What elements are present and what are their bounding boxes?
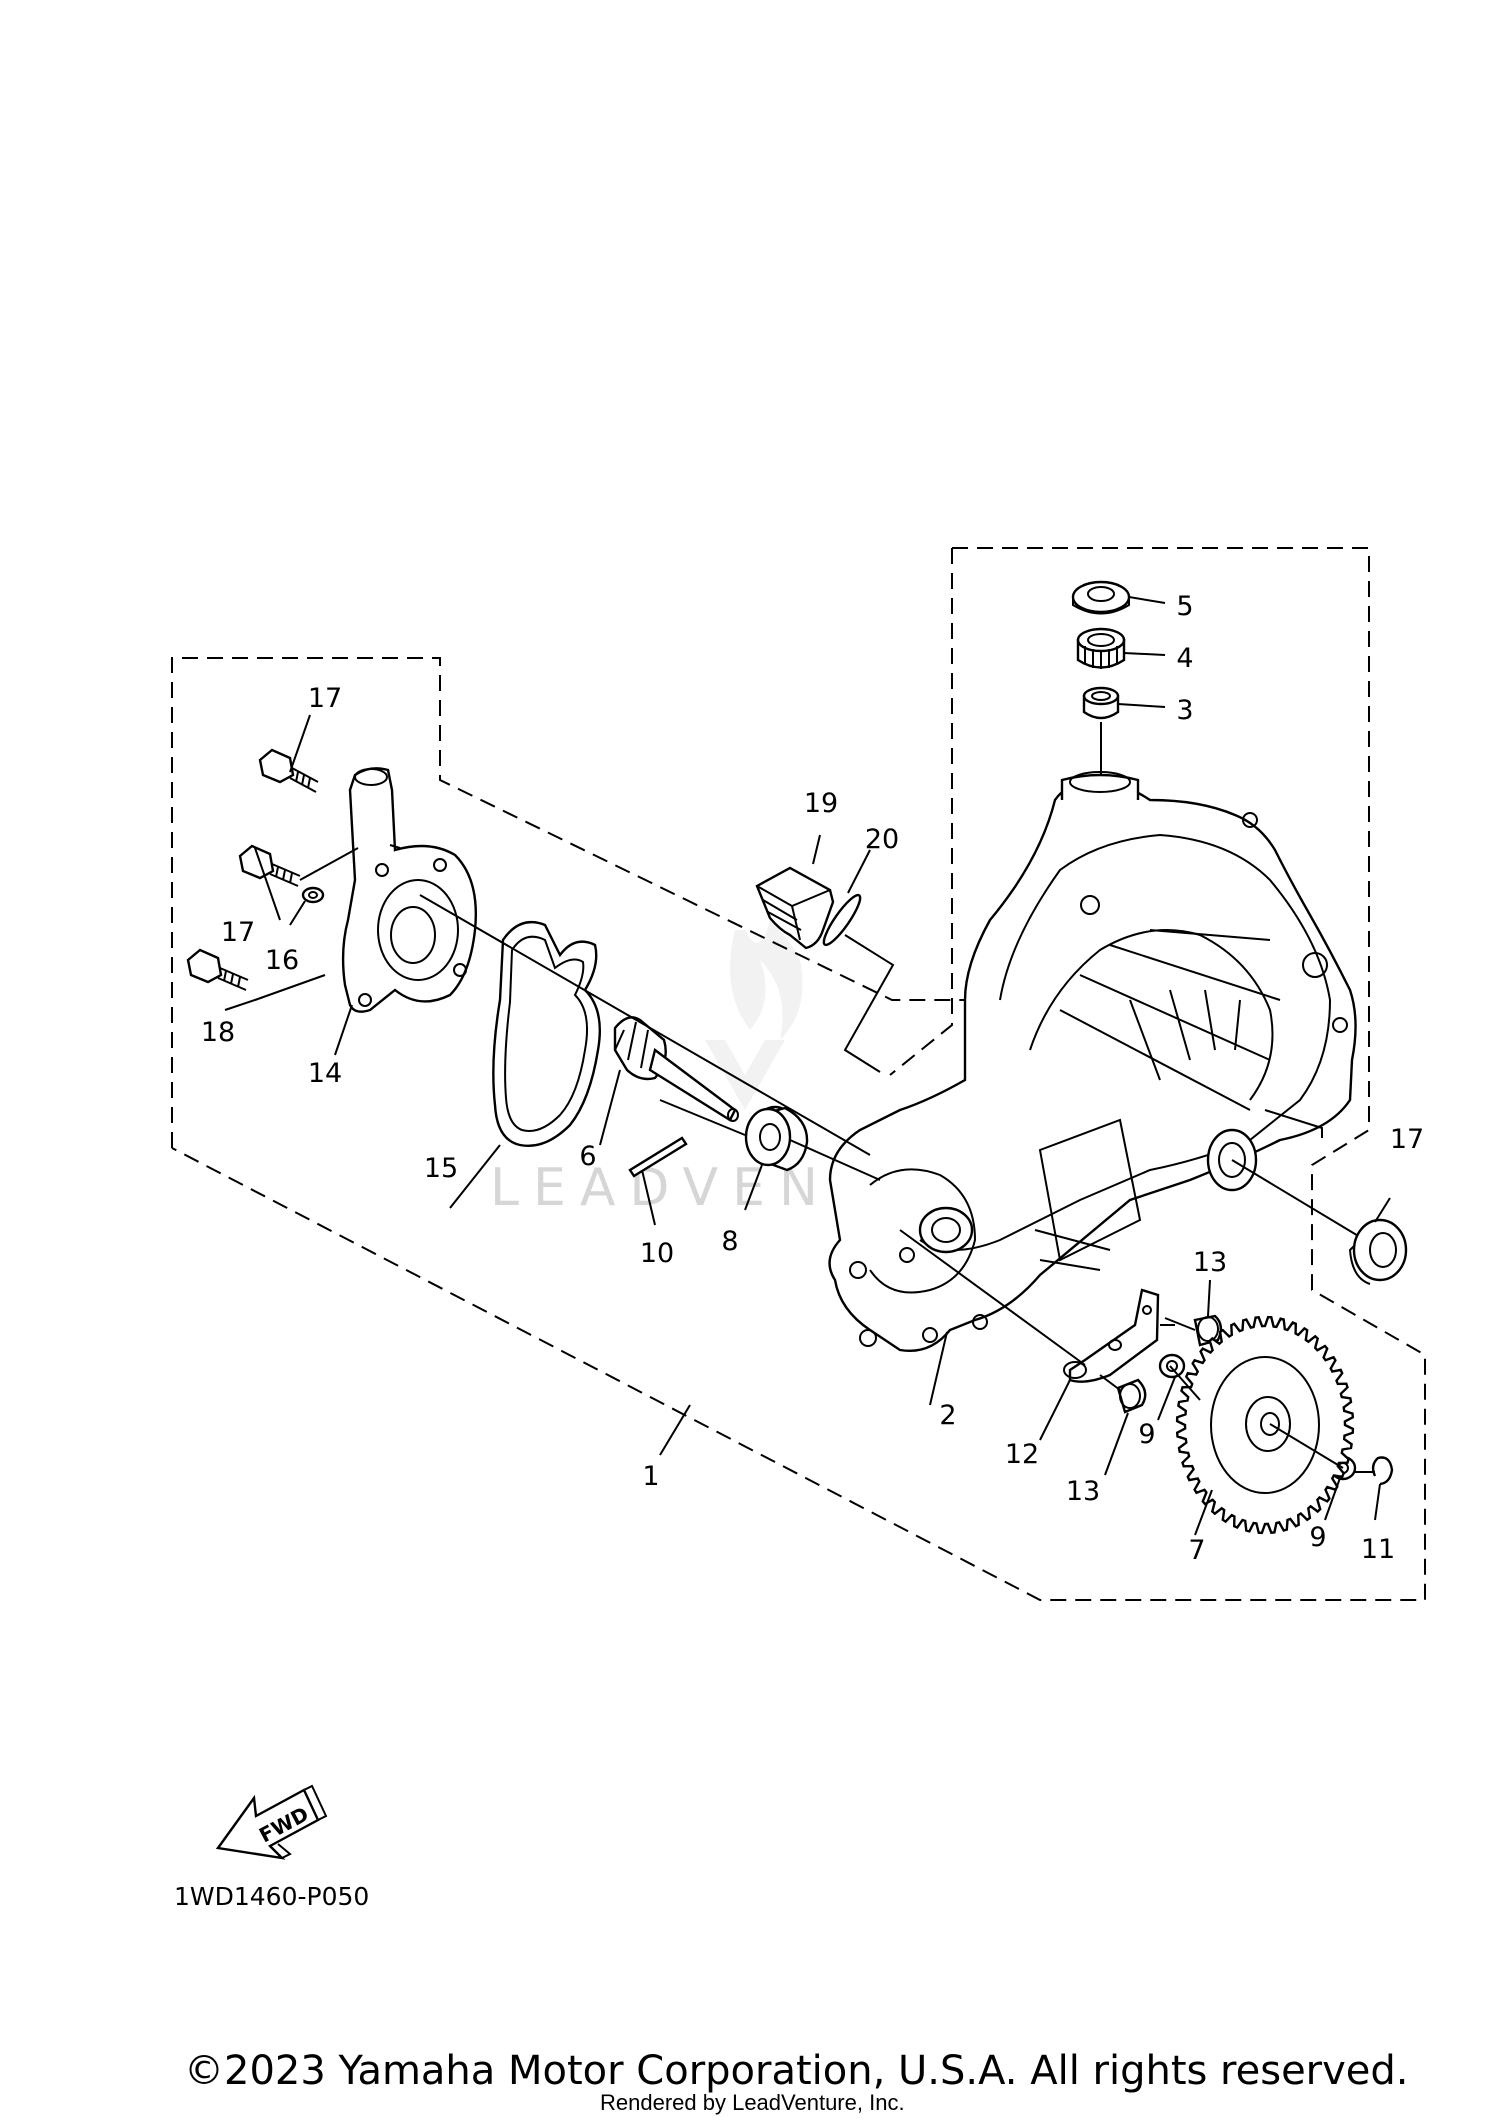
callout-17-bottom: 18 xyxy=(201,1017,235,1048)
callout-17-middle: 17 xyxy=(221,917,255,948)
rendered-by-notice: Rendered by LeadVenture, Inc. xyxy=(600,2090,905,2115)
callout-7: 7 xyxy=(1188,1535,1205,1566)
callout-13-lower: 13 xyxy=(1066,1476,1100,1507)
forward-arrow-icon: FWD xyxy=(215,1784,328,1860)
callout-10: 10 xyxy=(640,1238,674,1269)
part-impeller-shaft-6 xyxy=(613,1016,739,1122)
callout-4: 4 xyxy=(1176,643,1193,674)
part-crankcase-cover-2 xyxy=(828,771,1357,1352)
callout-17-top: 17 xyxy=(308,683,342,714)
part-gasket-15 xyxy=(492,920,601,1147)
part-water-pump-housing-14 xyxy=(341,767,477,1013)
group-outline-left xyxy=(171,657,965,1148)
part-bearing-4 xyxy=(1076,627,1126,669)
part-screw-13-upper xyxy=(1164,1314,1223,1347)
part-gear-7 xyxy=(1175,1315,1355,1535)
callout-numbers: 5 4 3 17 17 16 18 14 15 6 10 8 19 20 17 … xyxy=(201,591,1424,1566)
callout-19: 19 xyxy=(804,788,838,819)
callout-1: 1 xyxy=(642,1461,659,1492)
part-collar-3 xyxy=(1082,686,1120,720)
part-cap-19 xyxy=(755,866,835,950)
callout-5: 5 xyxy=(1176,591,1193,622)
part-pin-10 xyxy=(628,1136,688,1178)
part-washer-16 xyxy=(301,886,325,904)
callout-9-upper: 9 xyxy=(1138,1419,1155,1450)
callout-15: 15 xyxy=(424,1153,458,1184)
part-screw-13-lower xyxy=(1099,1374,1147,1414)
part-o-ring-20 xyxy=(822,893,862,947)
callout-12: 12 xyxy=(1005,1439,1039,1470)
part-oil-seal-5 xyxy=(1071,580,1131,615)
part-bearing-8 xyxy=(744,1105,809,1172)
callout-18: 17 xyxy=(1390,1124,1424,1155)
callout-3: 3 xyxy=(1176,695,1193,726)
part-bracket-12 xyxy=(1063,1288,1160,1383)
callout-8: 8 xyxy=(721,1226,738,1257)
callout-2: 2 xyxy=(939,1400,956,1431)
callout-11: 11 xyxy=(1361,1534,1395,1565)
diagram-code: 1WD1460-P050 xyxy=(174,1882,370,1911)
part-oil-seal-18 xyxy=(1348,1218,1408,1285)
watermark-logo xyxy=(705,920,803,1110)
part-washer-9-upper xyxy=(1158,1353,1186,1379)
callout-16: 16 xyxy=(265,945,299,976)
group-outline-right xyxy=(171,547,1426,1601)
callout-20: 20 xyxy=(865,824,899,855)
callout-9-lower: 9 xyxy=(1309,1522,1326,1553)
part-bolt-17-top xyxy=(258,748,319,793)
copyright-notice: ©2023 Yamaha Motor Corporation, U.S.A. A… xyxy=(184,2048,1409,2094)
callout-13-upper: 13 xyxy=(1193,1247,1227,1278)
callout-6: 6 xyxy=(579,1141,596,1172)
callout-14: 14 xyxy=(308,1058,342,1089)
part-bolt-17-bottom xyxy=(186,948,249,991)
part-circlip-11 xyxy=(1371,1456,1394,1486)
leader-lines xyxy=(224,596,1391,1536)
group-outline-subgroup xyxy=(889,548,953,1076)
part-bolt-17-middle xyxy=(238,844,301,887)
